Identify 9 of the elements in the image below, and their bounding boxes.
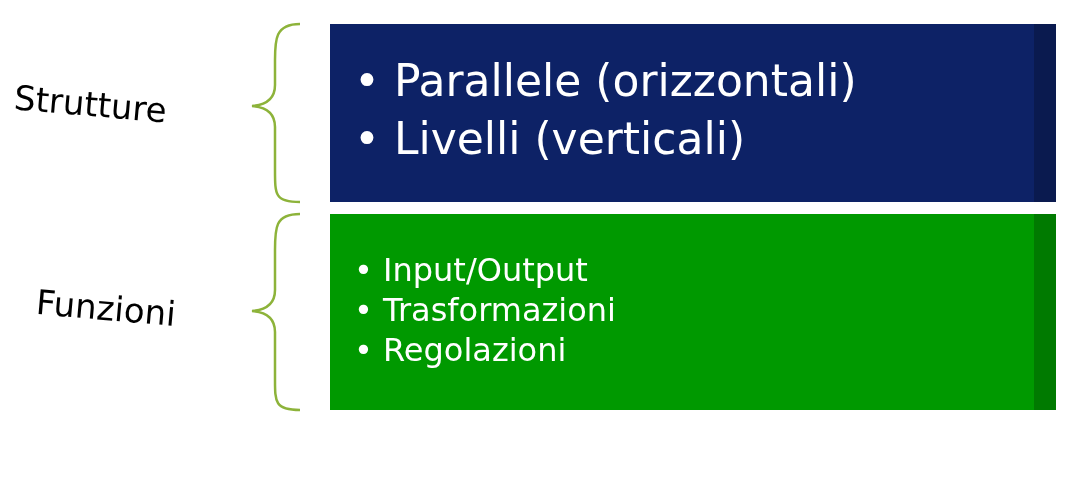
bullet-text: • Livelli (verticali): [354, 112, 746, 166]
group-label: Funzioni: [34, 282, 178, 334]
layer-block: [328, 22, 1058, 204]
bullet-text: • Parallele (orizzontali): [354, 54, 857, 108]
bullet-text: • Regolazioni: [354, 330, 567, 370]
group-label: Strutture: [12, 77, 169, 131]
bullet-text: • Input/Output: [354, 250, 588, 290]
bullet-text: • Trasformazioni: [354, 290, 616, 330]
layer-block: [328, 212, 1058, 412]
